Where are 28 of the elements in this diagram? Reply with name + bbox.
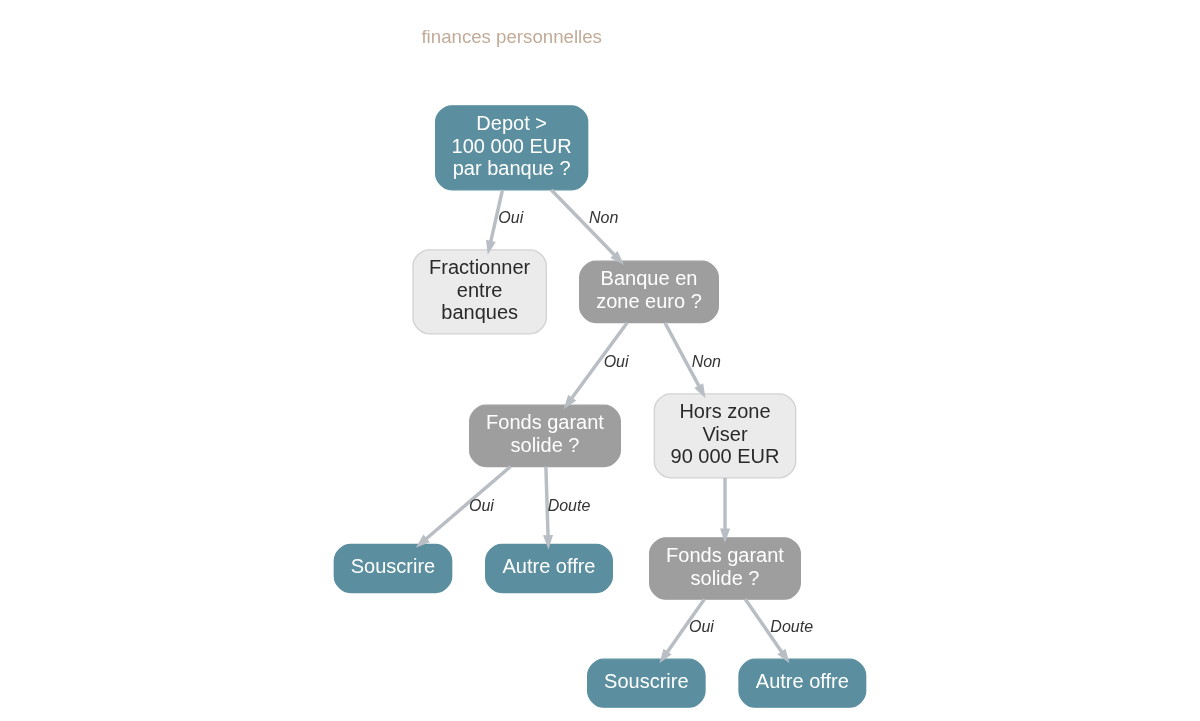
- node-box: Souscrire: [333, 543, 453, 594]
- node-box: Fonds garant solide ?: [649, 537, 801, 600]
- node-box: Autre offre: [738, 658, 867, 708]
- label: finances personnelles: [421, 25, 602, 47]
- edge-label: Doute: [547, 496, 591, 514]
- arrow: [563, 321, 629, 410]
- arrow: [486, 189, 505, 255]
- edge-label: Oui: [603, 352, 629, 370]
- node-box: Souscrire: [587, 658, 706, 708]
- node-box: Hors zone Viser 90 000 EUR: [653, 393, 797, 479]
- arrow: [543, 466, 554, 550]
- arrow: [743, 598, 790, 664]
- node-box: Fractionner entre banques: [412, 249, 547, 335]
- arrow: [663, 321, 706, 399]
- node-box: Depot > 100 000 EUR par banque ?: [435, 105, 589, 191]
- edge-label: Oui: [498, 208, 524, 226]
- arrow: [550, 188, 624, 265]
- edge-label: Oui: [469, 496, 494, 514]
- arrow: [659, 598, 706, 664]
- arrow: [415, 465, 512, 548]
- edge-label: Non: [589, 208, 619, 226]
- edge-label: Non: [691, 352, 722, 370]
- node-box: Banque en zone euro ?: [579, 260, 719, 324]
- node-box: Autre offre: [485, 543, 613, 594]
- edge-label: Oui: [689, 617, 714, 635]
- arrow: [720, 477, 730, 543]
- node-box: Fonds garant solide ?: [469, 404, 621, 468]
- edge-label: Doute: [770, 617, 814, 635]
